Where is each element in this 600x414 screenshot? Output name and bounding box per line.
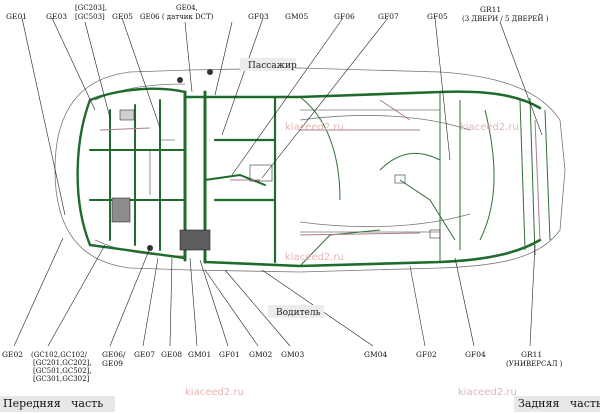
label-gc-group-2: [GC201,GC202], bbox=[33, 359, 92, 367]
top-labels: GE01 GE03 [GC203], [GC503] GE05 GE04, GE… bbox=[6, 4, 549, 23]
label-gm04: GM04 bbox=[364, 350, 387, 359]
label-gm03: GM03 bbox=[281, 350, 304, 359]
driver-tag-bg bbox=[268, 305, 324, 318]
label-gm05: GM05 bbox=[285, 12, 308, 21]
label-gc503: [GC503] bbox=[75, 13, 105, 21]
label-gm01: GM01 bbox=[188, 350, 211, 359]
label-ge06-dct: GE06 ( датчик DCT) bbox=[140, 13, 214, 21]
label-gf05: GF05 bbox=[427, 12, 448, 21]
label-gf06: GF06 bbox=[334, 12, 355, 21]
driver-label: Водитель bbox=[276, 308, 321, 318]
watermark: kiaceed2.ru bbox=[458, 387, 517, 398]
label-ge06: GE06/ bbox=[102, 350, 126, 359]
bottom-labels: GE02 (GC102,GC102/ [GC201,GC202], [GC501… bbox=[2, 350, 563, 383]
label-gc-group-3: [GC501,GC502], bbox=[33, 367, 92, 375]
label-gc203: [GC203], bbox=[75, 4, 107, 12]
watermark: kiaceed2.ru bbox=[285, 122, 344, 133]
car-body-outline bbox=[54, 67, 566, 273]
label-ge01: GE01 bbox=[6, 12, 27, 21]
label-gr11-doors: (3 ДВЕРИ / 5 ДВЕРЕЙ ) bbox=[462, 14, 549, 23]
label-gm02: GM02 bbox=[249, 350, 272, 359]
label-gf03: GF03 bbox=[248, 12, 269, 21]
label-ge08: GE08 bbox=[161, 350, 182, 359]
secondary-wiring bbox=[99, 69, 551, 267]
main-harness bbox=[76, 87, 542, 268]
label-gc-group-1: (GC102,GC102/ bbox=[31, 351, 88, 359]
passenger-tag-bg bbox=[240, 58, 296, 71]
passenger-label: Пассажир bbox=[248, 61, 297, 71]
top-leader-lines bbox=[21, 17, 543, 216]
rear-part-label: Задняя часть bbox=[514, 396, 600, 412]
label-ge04: GE04, bbox=[176, 4, 198, 12]
label-ge03: GE03 bbox=[46, 12, 67, 21]
label-gf07: GF07 bbox=[378, 12, 399, 21]
label-gr11-universal: (УНИВЕРСАЛ ) bbox=[506, 360, 563, 368]
watermark: kiaceed2.ru bbox=[185, 387, 244, 398]
label-ge09: GE09 bbox=[102, 359, 123, 368]
label-gc-group-4: [GC301,GC302] bbox=[33, 375, 90, 383]
label-ge05: GE05 bbox=[112, 12, 133, 21]
front-part-label: Передняя часть bbox=[0, 396, 115, 412]
label-gf04: GF04 bbox=[465, 350, 486, 359]
watermarks: kiaceed2.ru kiaceed2.ru kiaceed2.ru kiac… bbox=[185, 122, 519, 398]
label-ge02: GE02 bbox=[2, 350, 23, 359]
label-gr11-top: GR11 bbox=[480, 5, 501, 14]
label-gf02: GF02 bbox=[416, 350, 437, 359]
side-labels: Пассажир Водитель bbox=[240, 58, 324, 318]
watermark: kiaceed2.ru bbox=[285, 252, 344, 263]
label-ge07: GE07 bbox=[134, 350, 155, 359]
watermark: kiaceed2.ru bbox=[460, 122, 519, 133]
label-gf01: GF01 bbox=[219, 350, 240, 359]
label-gr11-bottom: GR11 bbox=[521, 350, 542, 359]
